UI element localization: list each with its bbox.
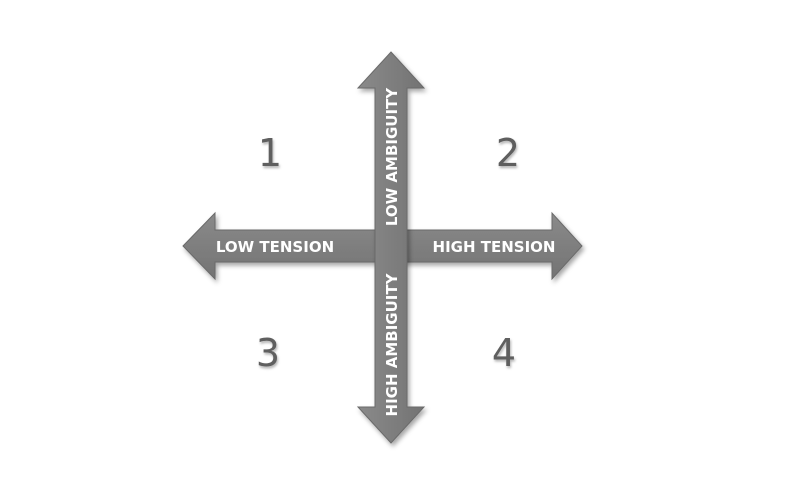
quadrant-3-number: 3: [256, 331, 280, 375]
quadrant-2-number: 2: [496, 131, 520, 175]
high-ambiguity-label: HIGH AMBIGUITY: [383, 272, 401, 416]
vertical-arrow: [356, 51, 426, 444]
low-tension-label: LOW TENSION: [216, 238, 334, 256]
quadrant-4-number: 4: [492, 331, 516, 375]
quadrant-1-number: 1: [258, 131, 282, 175]
high-tension-label: HIGH TENSION: [433, 238, 556, 256]
low-ambiguity-label: LOW AMBIGUITY: [383, 87, 401, 226]
